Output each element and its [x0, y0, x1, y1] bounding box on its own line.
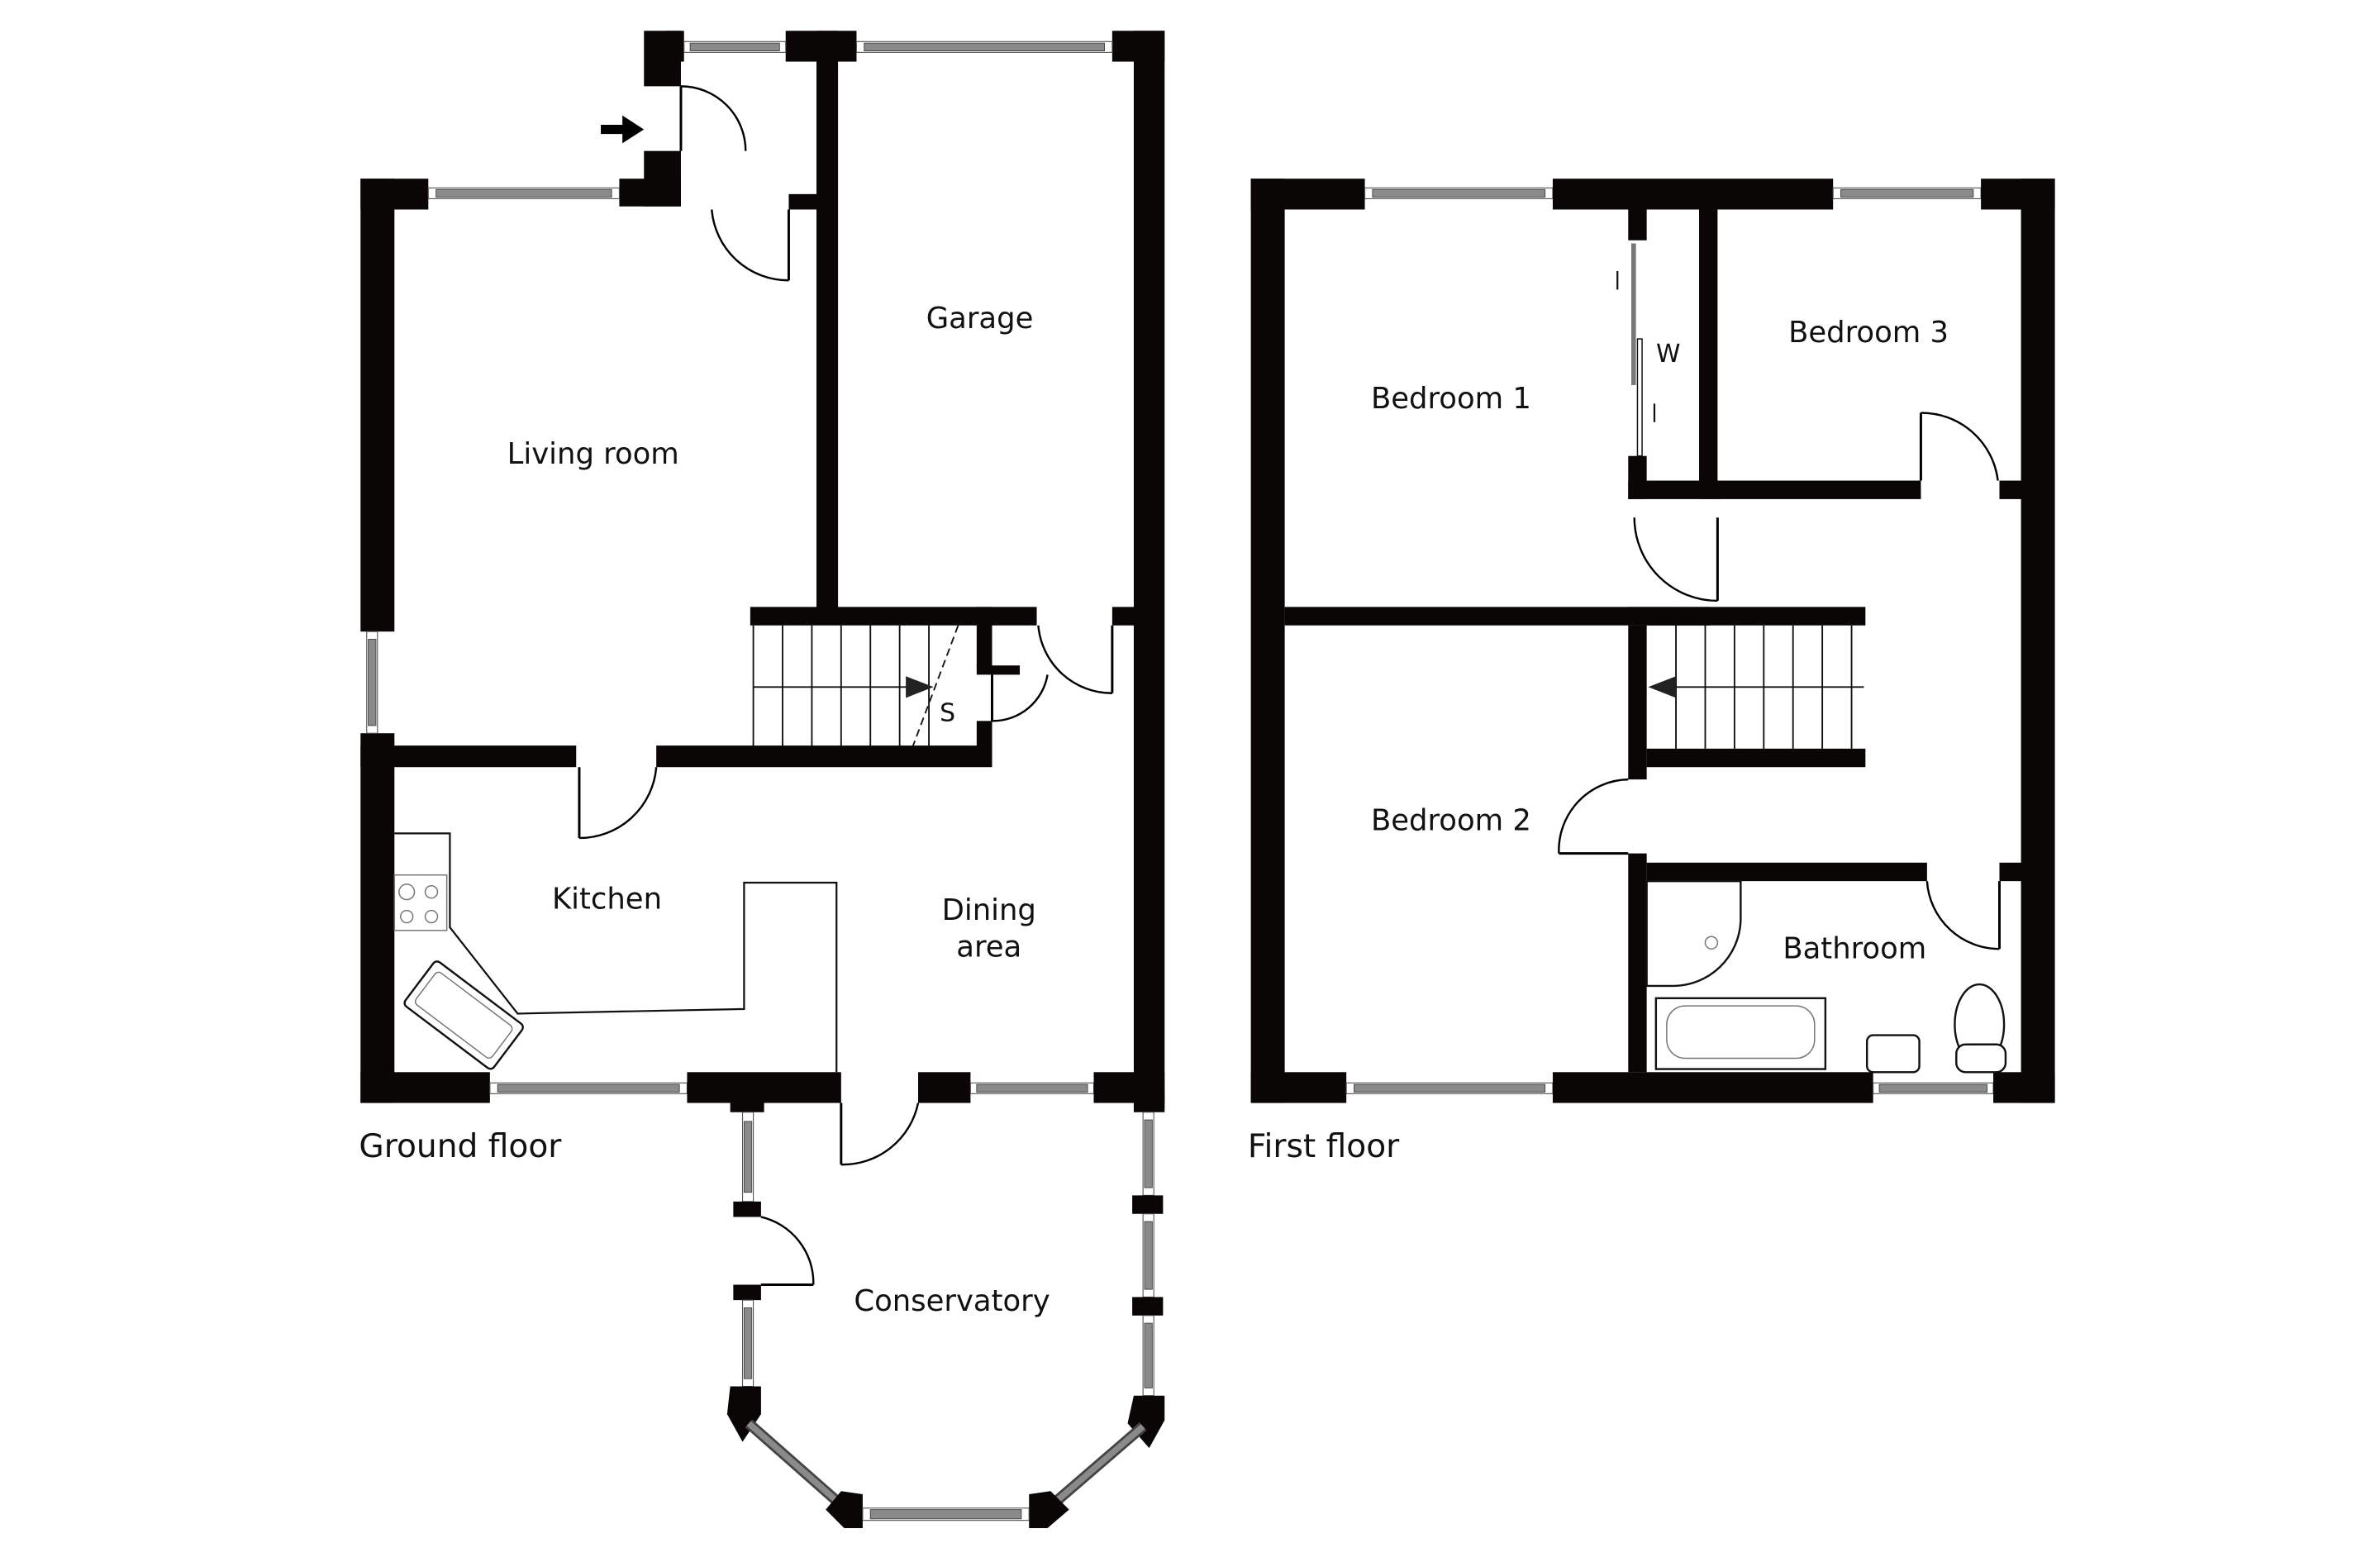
window-glass — [1878, 1083, 1988, 1093]
wall — [1628, 607, 1866, 626]
wall — [733, 1284, 761, 1301]
wall — [976, 607, 992, 669]
wall — [733, 1201, 761, 1217]
wall — [1132, 1297, 1164, 1316]
wall — [1111, 607, 1144, 626]
window-glass — [864, 42, 1106, 51]
floor-title-first: First floor — [1248, 1128, 1400, 1165]
wall — [360, 179, 395, 632]
window-glass — [689, 42, 780, 51]
stair-direction-arrow-icon — [906, 676, 934, 698]
wall — [1999, 862, 2030, 882]
wall — [360, 745, 577, 768]
wall — [360, 733, 395, 1103]
wall — [816, 31, 839, 617]
window-glass — [436, 188, 612, 198]
door-swing-arc — [1921, 412, 1999, 481]
window-glass — [1144, 1322, 1153, 1388]
door-swing-arc — [680, 85, 747, 151]
wall — [1717, 480, 1921, 499]
window-glass — [743, 1307, 753, 1379]
wall — [1699, 209, 1718, 499]
door-swing-arc — [840, 1102, 920, 1166]
staircase[interactable] — [1648, 625, 1864, 749]
window-glass — [976, 1083, 1088, 1093]
wall — [360, 1072, 490, 1103]
storage-label: S — [940, 698, 955, 727]
first-floor-plan: W — [1248, 179, 2055, 1165]
room-label-bathroom: Bathroom — [1783, 931, 1926, 965]
wall — [1132, 1195, 1164, 1214]
wall — [1628, 853, 1647, 1073]
door-swing-arc — [711, 209, 789, 282]
sink-icon — [403, 960, 524, 1070]
wall — [730, 1093, 764, 1112]
wall — [619, 179, 681, 207]
wall — [1552, 179, 1834, 210]
door-swing-arc — [1633, 517, 1718, 602]
basin-icon — [1865, 1034, 1921, 1074]
floor-title-ground: Ground floor — [359, 1128, 562, 1165]
window-glass — [869, 1509, 1022, 1520]
wall — [826, 1491, 863, 1528]
window-glass — [1372, 188, 1546, 198]
room-label-bedroom-2: Bedroom 2 — [1371, 804, 1531, 838]
room-label-kitchen: Kitchen — [552, 883, 662, 917]
wall — [1284, 607, 1711, 626]
door-swing-arc — [1558, 778, 1629, 854]
wall — [1029, 1491, 1069, 1528]
wall — [1628, 480, 1721, 499]
wall — [1628, 625, 1647, 780]
wall — [1646, 748, 1866, 768]
sliding-wardrobe-doors[interactable] — [1616, 243, 1656, 457]
wall — [976, 665, 1021, 675]
window-glass — [497, 1083, 680, 1093]
door-swing-arc — [1037, 625, 1112, 694]
wall — [726, 1386, 761, 1442]
room-label-bedroom-3: Bedroom 3 — [1788, 316, 1949, 350]
room-label-bedroom-1: Bedroom 1 — [1371, 382, 1531, 416]
room-label-dining: Dining — [942, 893, 1036, 927]
ground-floor-plan: S — [359, 31, 1165, 1528]
stair-direction-arrow-icon — [1648, 676, 1677, 698]
entrance-arrow-icon — [601, 115, 645, 144]
hob-icon — [393, 874, 448, 931]
door-swing-arc — [760, 1216, 815, 1285]
wall — [1999, 480, 2030, 499]
kitchen-counter — [394, 832, 838, 1073]
shower-icon — [1645, 879, 1742, 988]
room-label-living-room: Living room — [507, 437, 679, 471]
window-glass — [1144, 1221, 1153, 1290]
wall — [656, 745, 992, 768]
room-label-garage: Garage — [926, 302, 1034, 336]
wall — [1628, 209, 1647, 240]
door-swing-arc — [992, 674, 1049, 722]
wall — [1993, 1072, 2055, 1103]
wall — [1646, 862, 1927, 882]
wall — [918, 1072, 971, 1103]
window-glass — [1144, 1119, 1153, 1188]
room-label-dining-line2: area — [956, 930, 1021, 964]
wardrobe-label: W — [1656, 340, 1680, 369]
staircase[interactable] — [752, 625, 959, 750]
wall — [665, 31, 684, 62]
window-glass — [743, 1121, 753, 1193]
wall — [1552, 1072, 1873, 1103]
wall — [1250, 1072, 1347, 1103]
wall — [1133, 31, 1165, 1110]
window-glass — [368, 639, 377, 726]
wall — [750, 607, 1037, 626]
door-swing-arc — [578, 767, 658, 840]
window-glass — [1354, 1083, 1546, 1093]
wall — [2021, 179, 2055, 1103]
wall — [1127, 1395, 1165, 1449]
wall — [1250, 179, 1285, 1103]
wall — [1133, 1093, 1165, 1112]
door-swing-arc — [1925, 881, 2000, 950]
window-glass — [1840, 188, 1974, 198]
room-label-conservatory: Conservatory — [854, 1284, 1050, 1318]
